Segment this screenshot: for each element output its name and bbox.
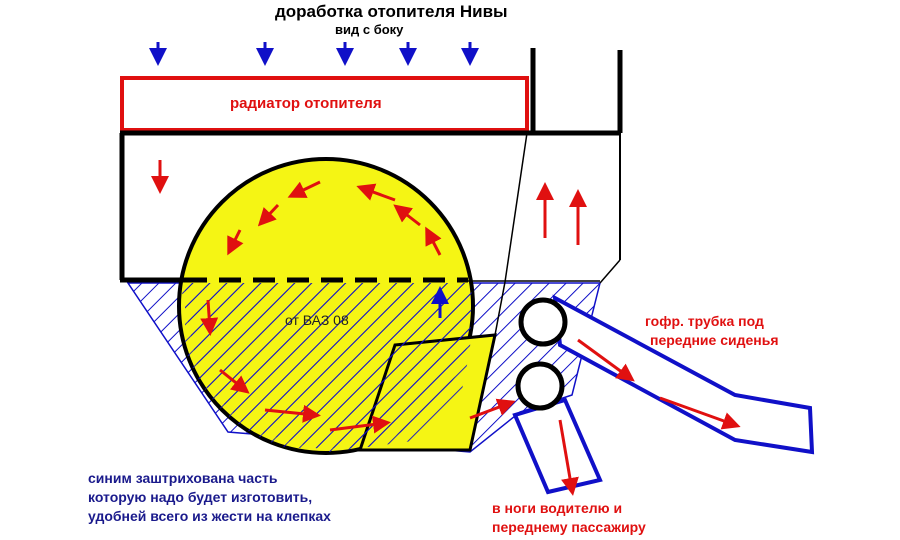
airflow-arrows — [151, 160, 741, 496]
outlet-ring-upper — [518, 297, 568, 347]
radiator — [120, 76, 529, 132]
diagram-subtitle: вид с боку — [335, 22, 404, 37]
tube-label-line2: передние сиденья — [650, 332, 779, 348]
air-inlet-arrows — [149, 42, 479, 66]
front-seat-tube — [552, 294, 815, 455]
tube-label-line1: гофр. трубка под — [645, 313, 764, 329]
core-label: от ВАЗ 08 — [285, 312, 349, 328]
feet-label-line1: в ноги водителю и — [492, 500, 623, 516]
note-line1: синим заштрихована часть — [88, 470, 278, 486]
diagram-title: доработка отопителя Нивы — [275, 2, 508, 21]
note-line2: которую надо будет изготовить, — [88, 489, 313, 505]
radiator-label: радиатор отопителя — [230, 95, 382, 112]
note-line3: удобней всего из жести на клепках — [88, 508, 331, 524]
feet-label-line2: переднему пассажиру — [492, 519, 646, 535]
outlet-ring-lower — [515, 361, 565, 411]
footwell-tube — [512, 397, 603, 495]
